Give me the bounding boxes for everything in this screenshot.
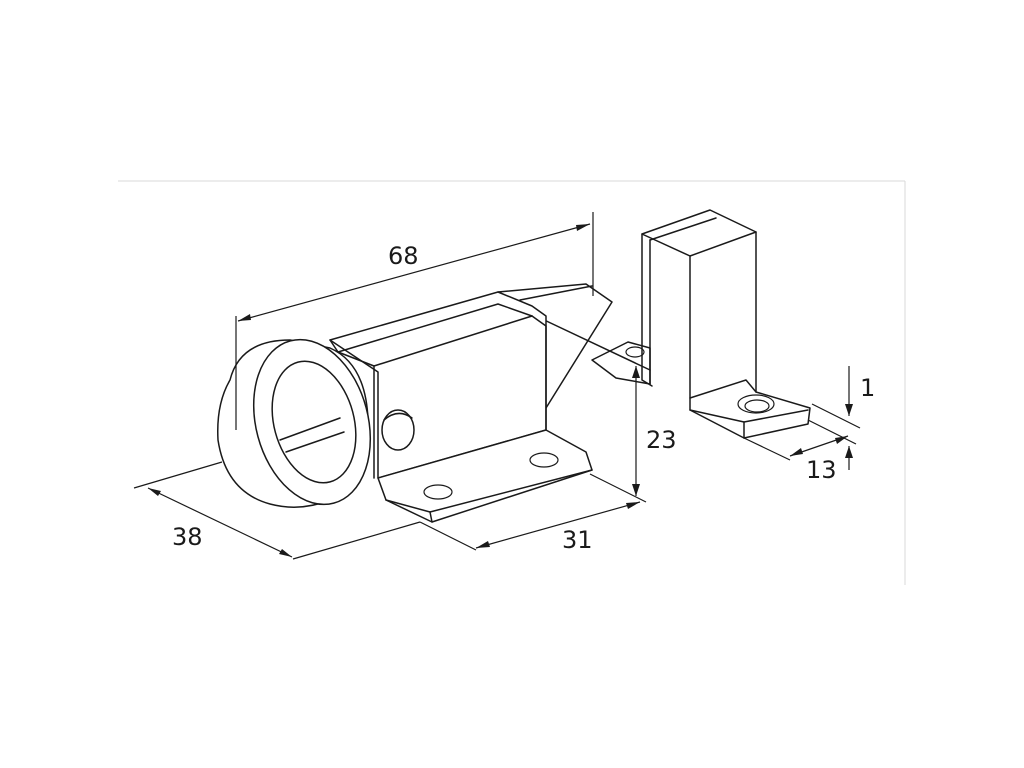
dimension-38-label: 38	[172, 523, 203, 551]
dimension-23	[632, 366, 640, 496]
dimension-68-label: 68	[388, 242, 419, 270]
dimension-23-label: 23	[646, 426, 677, 454]
dimension-13-label: 13	[806, 456, 837, 484]
dimension-68	[235, 212, 594, 430]
dimension-13	[743, 435, 849, 461]
dimension-1-label: 1	[860, 374, 875, 402]
dimension-31-label: 31	[562, 526, 593, 554]
dimension-31	[419, 473, 647, 551]
bolt-body	[329, 283, 651, 523]
bolt-ring	[217, 338, 372, 508]
dimension-1	[807, 366, 861, 470]
keeper-bracket	[591, 209, 811, 439]
dimension-38	[133, 461, 421, 560]
